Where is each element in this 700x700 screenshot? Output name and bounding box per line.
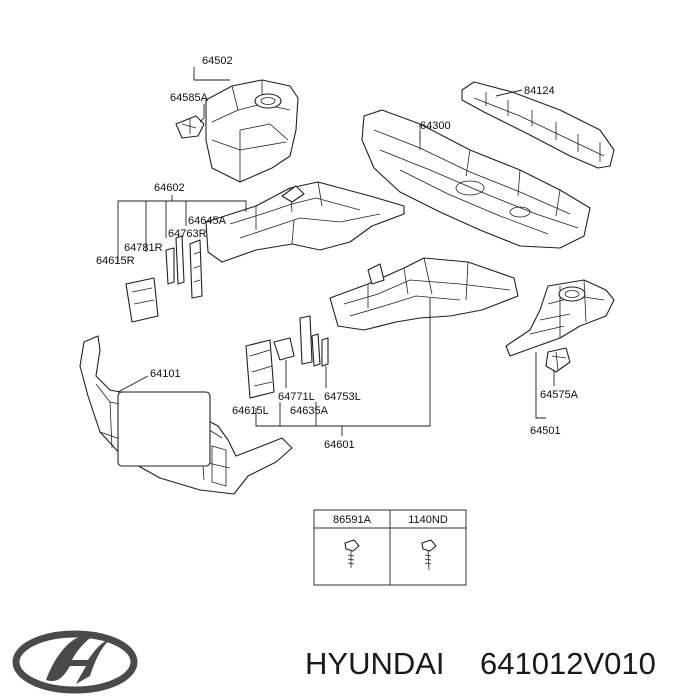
bolt-icon-1140ND (421, 539, 437, 571)
leader-64585A (199, 104, 205, 123)
leader-84124 (495, 89, 523, 97)
label-64645A: 64645A (188, 215, 227, 227)
label-64635A: 64635A (290, 405, 329, 417)
part-64501-drawing (505, 279, 615, 373)
label-64602: 64602 (154, 182, 185, 194)
label-64753L: 64753L (324, 391, 361, 403)
label-64585A: 64585A (170, 92, 209, 104)
label-64615R: 64615R (96, 255, 135, 267)
label-64501: 64501 (530, 425, 561, 437)
leader-64501 (535, 352, 546, 419)
part-64602-drawing (125, 181, 405, 323)
leader-64101 (117, 375, 149, 393)
footer-brand: HYUNDAI (305, 646, 445, 681)
part-64601-drawing (245, 257, 519, 399)
hyundai-logo-icon (12, 630, 138, 694)
label-64300: 64300 (420, 120, 451, 132)
label-64502: 64502 (202, 55, 233, 67)
label-64601: 64601 (324, 439, 355, 451)
label-64615L: 64615L (232, 405, 269, 417)
label-64771L: 64771L (278, 391, 315, 403)
part-64502-drawing (175, 79, 299, 183)
part-64101-drawing (79, 335, 293, 495)
label-64781R: 64781R (124, 242, 163, 254)
leader-64602 (117, 200, 247, 262)
fastener-header-1140ND: 1140ND (408, 514, 448, 526)
label-84124: 84124 (524, 85, 555, 97)
leader-64601 (255, 298, 431, 427)
footer-part-number: 641012V010 (480, 646, 656, 681)
label-64101: 64101 (150, 368, 181, 380)
leader-64502 (193, 67, 230, 81)
fastener-table: 86591A 1140ND (313, 509, 467, 586)
label-64575A: 64575A (540, 389, 579, 401)
fastener-header-86591A: 86591A (333, 514, 372, 526)
bolt-icon-86591A (344, 539, 360, 568)
label-64763R: 64763R (168, 228, 207, 240)
